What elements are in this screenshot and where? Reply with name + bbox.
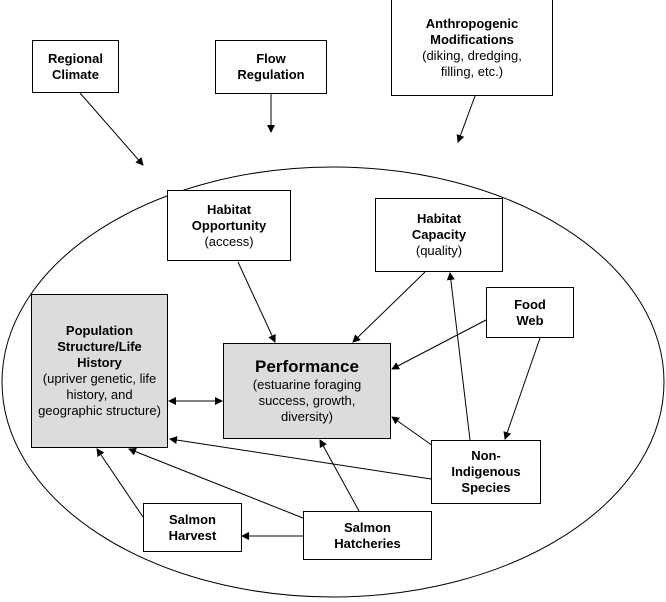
node-salmon-harvest: Salmon Harvest [143, 503, 242, 552]
estuary-ellipse [1, 166, 665, 598]
arrow-climate-to-estuary [79, 92, 144, 166]
node-title: Flow Regulation [237, 51, 305, 82]
node-subtitle: (access) [204, 233, 254, 249]
arrow-hatcheries-to-performance [319, 439, 360, 512]
arrow-opportunity-to-performance [237, 261, 276, 343]
node-non-indigenous-species: Non-Indigenous Species [431, 440, 541, 504]
node-flow-regulation: Flow Regulation [215, 40, 327, 94]
arrow-foodweb-to-performance [391, 319, 487, 370]
node-salmon-hatcheries: Salmon Hatcheries [303, 511, 432, 560]
node-population-structure: Population Structure/Life History(uprive… [31, 294, 168, 448]
node-habitat-opportunity: Habitat Opportunity(access) [167, 190, 291, 261]
arrow-nonindigenous-to-capacity [446, 272, 471, 441]
node-title: Habitat Capacity [411, 211, 467, 242]
arrow-hatcheries-to-population [128, 447, 304, 519]
node-regional-climate: Regional Climate [32, 40, 119, 93]
node-title: Population Structure/Life History [57, 323, 142, 370]
node-subtitle: (upriver genetic, life history, and geog… [38, 371, 161, 418]
arrow-anthropogenic-to-estuary [456, 95, 476, 143]
arrow-harvest-to-population [96, 448, 144, 518]
node-subtitle: (estuarine foraging success, growth, div… [252, 377, 362, 424]
node-title: Food Web [514, 296, 546, 328]
node-title: Regional Climate [48, 50, 103, 82]
node-food-web: Food Web [486, 287, 574, 338]
node-title: Non-Indigenous Species [451, 448, 521, 495]
node-performance: Performance(estuarine foraging success, … [223, 343, 391, 439]
node-title: Habitat Opportunity [191, 201, 267, 233]
arrow-capacity-to-performance [352, 271, 426, 343]
node-title: Performance [255, 357, 359, 376]
node-title: Anthropogenic Modifications [425, 15, 519, 47]
node-subtitle: (diking, dredging, filling, etc.) [422, 47, 522, 79]
arrow-nonindigenous-to-population [169, 436, 432, 480]
node-anthropogenic-modifications: Anthropogenic Modifications(diking, dred… [391, 0, 553, 96]
node-habitat-capacity: Habitat Capacity(quality) [375, 198, 503, 272]
arrow-foodweb-to-nonindigenous [503, 337, 541, 440]
node-title: Salmon Harvest [168, 511, 217, 543]
node-title: Salmon Hatcheries [334, 519, 401, 551]
node-subtitle: (quality) [415, 243, 463, 258]
arrow-nonindigenous-to-performance [391, 416, 434, 447]
